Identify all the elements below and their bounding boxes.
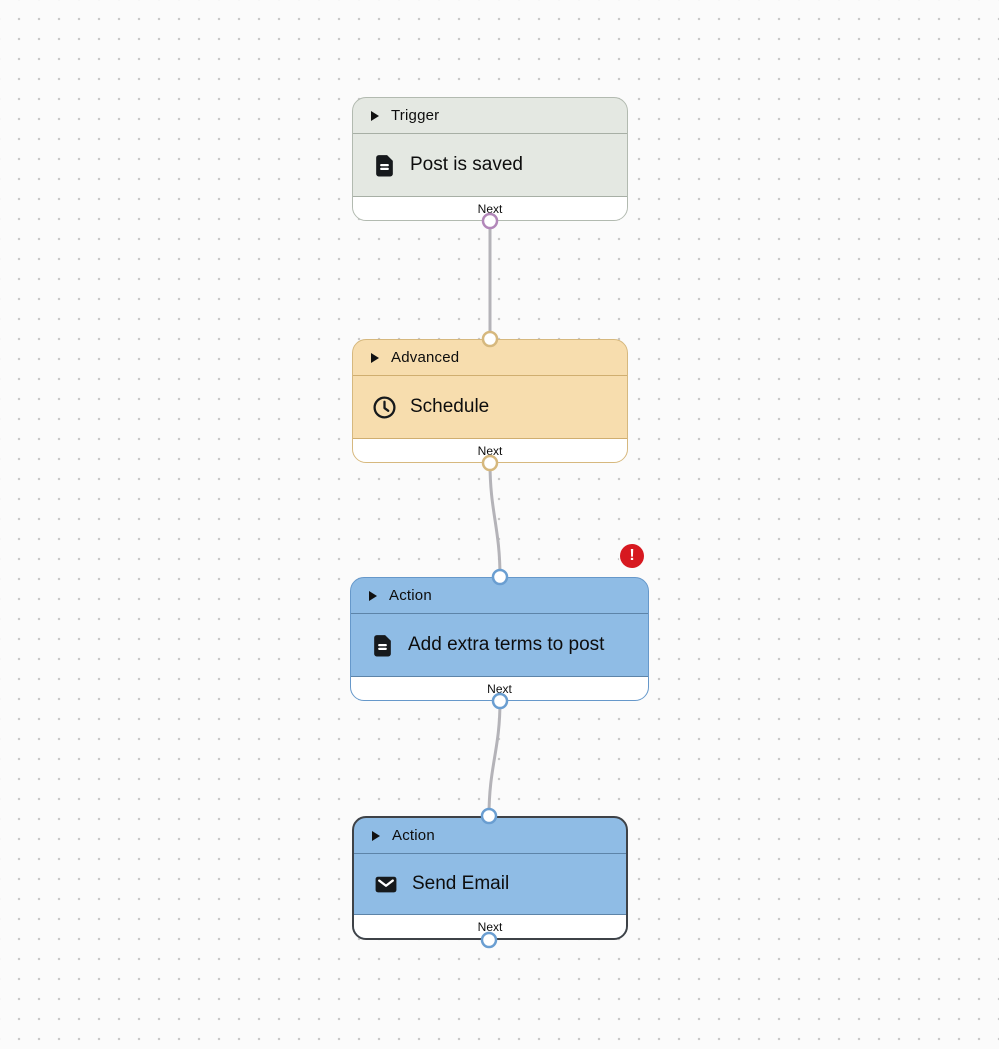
node-header[interactable]: Trigger [353,98,627,134]
node-action-send-email[interactable]: Action Send Email Next [352,816,628,940]
node-title: Post is saved [410,154,523,175]
node-header[interactable]: Action [351,578,648,614]
next-label: Next [487,681,512,696]
connector-line[interactable] [487,699,502,818]
node-category-label: Advanced [391,349,460,366]
mail-icon [373,872,399,897]
node-category-label: Trigger [391,107,440,124]
next-label: Next [477,201,503,216]
node-body[interactable]: Send Email [354,854,626,915]
node-trigger-post-is-saved[interactable]: Trigger Post is saved Next [352,97,628,221]
next-label: Next [477,443,503,458]
connector-line[interactable] [488,461,502,579]
error-exclamation: ! [629,547,635,564]
node-body[interactable]: Add extra terms to post [351,614,648,677]
node-header[interactable]: Advanced [353,340,627,376]
clock-icon [372,395,397,420]
node-advanced-schedule[interactable]: Advanced Schedule Next [352,339,628,463]
node-body[interactable]: Post is saved [353,134,627,197]
document-icon [372,153,397,178]
node-title: Schedule [410,396,490,417]
node-title: Send Email [412,873,510,894]
collapse-triangle-icon[interactable] [370,110,380,122]
node-category-label: Action [392,827,435,844]
node-category-label: Action [389,587,432,604]
error-badge[interactable]: ! [620,544,644,568]
node-footer-next[interactable]: Next [353,439,627,462]
next-label: Next [477,919,503,934]
collapse-triangle-icon[interactable] [370,352,380,364]
document-icon [370,633,395,658]
collapse-triangle-icon[interactable] [371,830,381,842]
node-title: Add extra terms to post [408,634,605,655]
node-footer-next[interactable]: Next [353,197,627,220]
node-footer-next[interactable]: Next [351,677,648,700]
node-body[interactable]: Schedule [353,376,627,439]
collapse-triangle-icon[interactable] [368,590,378,602]
node-action-add-extra-terms[interactable]: Action Add extra terms to post Next [350,577,649,701]
node-header[interactable]: Action [354,818,626,854]
node-footer-next[interactable]: Next [354,915,626,938]
